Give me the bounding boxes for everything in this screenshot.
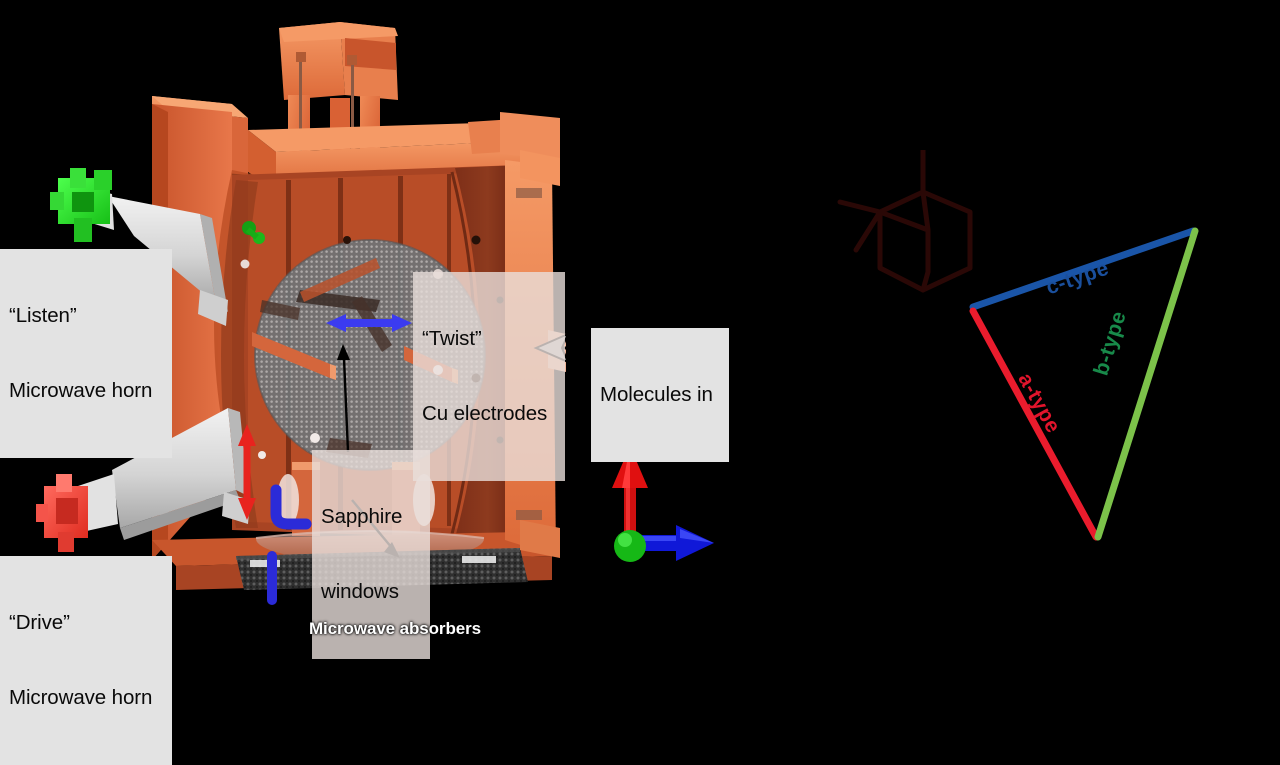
gizmo-origin-sphere [614, 530, 646, 562]
microwave-absorbers-label: Microwave absorbers [300, 562, 490, 696]
listen-horn-label: “Listen” Microwave horn [0, 249, 172, 458]
drive-field-arrow [238, 424, 256, 520]
a-type-edge [969, 307, 1100, 541]
drive-horn-label-line2: Microwave horn [9, 686, 153, 709]
molecule-skeleton [837, 150, 973, 293]
c-type-edge [969, 227, 1197, 311]
twist-field-arrow [326, 314, 412, 332]
b-type-edge [1094, 227, 1199, 541]
drive-horn-label-line1: “Drive” [9, 611, 70, 634]
sapphire-windows-label-line1: Sapphire [321, 505, 403, 528]
molecules-in-label: Molecules in [591, 328, 729, 462]
gizmo-vertical-axis [612, 446, 648, 544]
molecule-marker [242, 221, 265, 244]
drive-horn-flange [36, 474, 88, 552]
molecules-in-label-line1: Molecules in [600, 383, 713, 406]
twist-electrodes-label-line2: Cu electrodes [422, 402, 548, 425]
figure-canvas: c-type a-type b-type “Listen” Microwave … [0, 22, 1245, 765]
gizmo-horizontal-axis [634, 525, 714, 561]
axis-gizmo [612, 446, 714, 562]
listen-horn-label-line1: “Listen” [9, 304, 77, 327]
sapphire-windows-label-line2: windows [321, 580, 399, 603]
drive-horn-label: “Drive” Microwave horn [0, 556, 172, 765]
transition-type-triangle: c-type a-type b-type [955, 215, 1245, 545]
microwave-absorbers-label-line1: Microwave absorbers [309, 619, 481, 638]
twist-electrodes-label: “Twist” Cu electrodes [413, 272, 565, 481]
listen-horn-label-line2: Microwave horn [9, 379, 153, 402]
listen-horn-flange [50, 168, 112, 242]
gas-inlet-tube [267, 484, 312, 605]
twist-electrodes-label-line1: “Twist” [422, 327, 482, 350]
